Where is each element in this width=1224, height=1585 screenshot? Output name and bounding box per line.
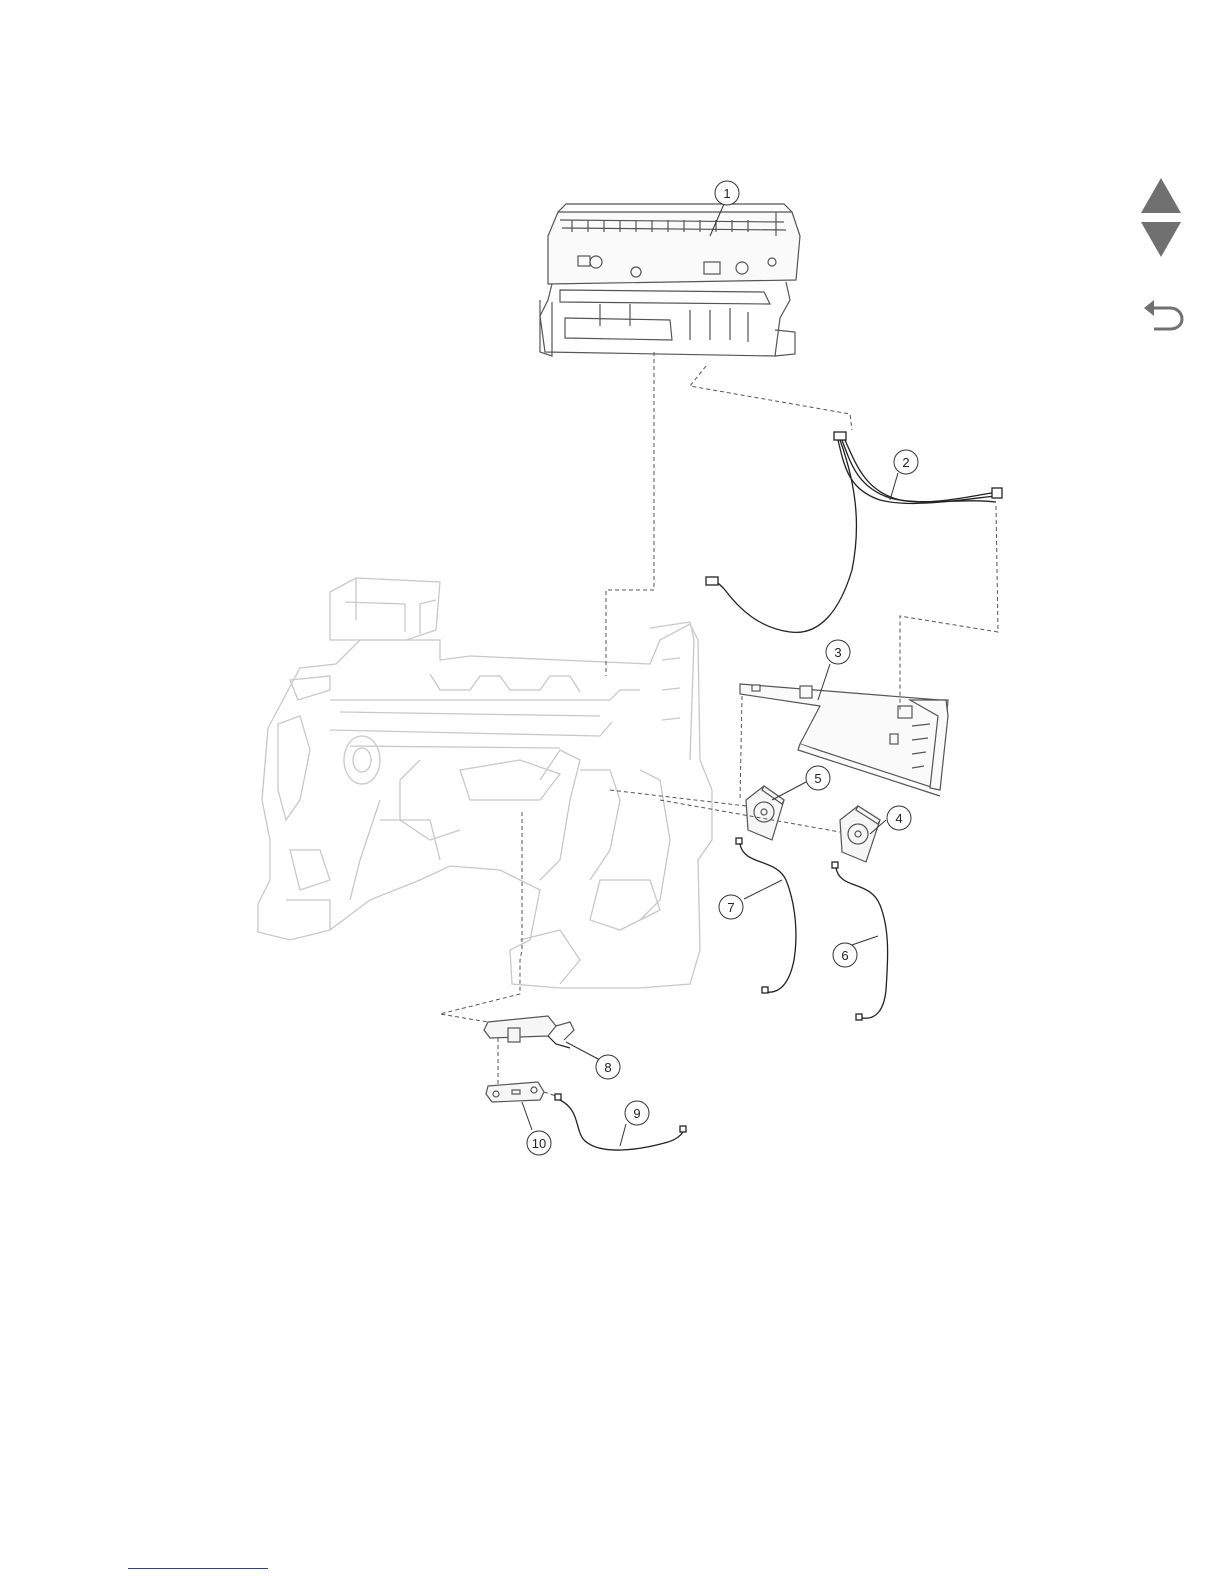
- callout-10: 10: [527, 1131, 551, 1155]
- callout-6: 6: [833, 943, 857, 967]
- part-6-cable: [832, 862, 888, 1020]
- callout-5: 5: [806, 766, 830, 790]
- callout-7: 7: [719, 895, 743, 919]
- printer-frame: [258, 578, 712, 988]
- callout-2: 2: [894, 450, 918, 474]
- triangle-down-icon: [1138, 220, 1184, 260]
- callout-9: 9: [625, 1101, 649, 1125]
- svg-text:2: 2: [902, 455, 909, 470]
- svg-text:3: 3: [834, 645, 841, 660]
- triangle-up-icon: [1138, 175, 1184, 215]
- svg-text:6: 6: [841, 948, 848, 963]
- svg-text:7: 7: [727, 900, 734, 915]
- go-back-button[interactable]: [1140, 296, 1186, 336]
- svg-text:4: 4: [895, 811, 902, 826]
- part-9-cable: [555, 1094, 686, 1150]
- svg-text:10: 10: [532, 1136, 546, 1151]
- part-2-harness: [706, 432, 1002, 632]
- next-page-button[interactable]: [1138, 220, 1184, 260]
- footer-link-rule[interactable]: [128, 1568, 268, 1585]
- callout-3: 3: [826, 640, 850, 664]
- svg-text:8: 8: [604, 1060, 611, 1075]
- previous-page-button[interactable]: [1138, 175, 1184, 215]
- callout-8: 8: [596, 1055, 620, 1079]
- part-8-sensor: [484, 1016, 574, 1048]
- part-1-assembly: [540, 204, 800, 356]
- svg-text:5: 5: [814, 771, 821, 786]
- callout-1: 1: [715, 181, 739, 205]
- callout-4: 4: [887, 806, 911, 830]
- callout-leaders: [522, 204, 898, 1146]
- return-arrow-icon: [1140, 296, 1186, 336]
- svg-text:9: 9: [633, 1106, 640, 1121]
- svg-text:1: 1: [723, 186, 730, 201]
- part-7-cable: [736, 838, 796, 993]
- part-5-fan: [746, 786, 784, 840]
- part-3-board: [740, 684, 948, 796]
- part-10-bracket: [486, 1082, 544, 1102]
- part-4-fan: [840, 806, 880, 862]
